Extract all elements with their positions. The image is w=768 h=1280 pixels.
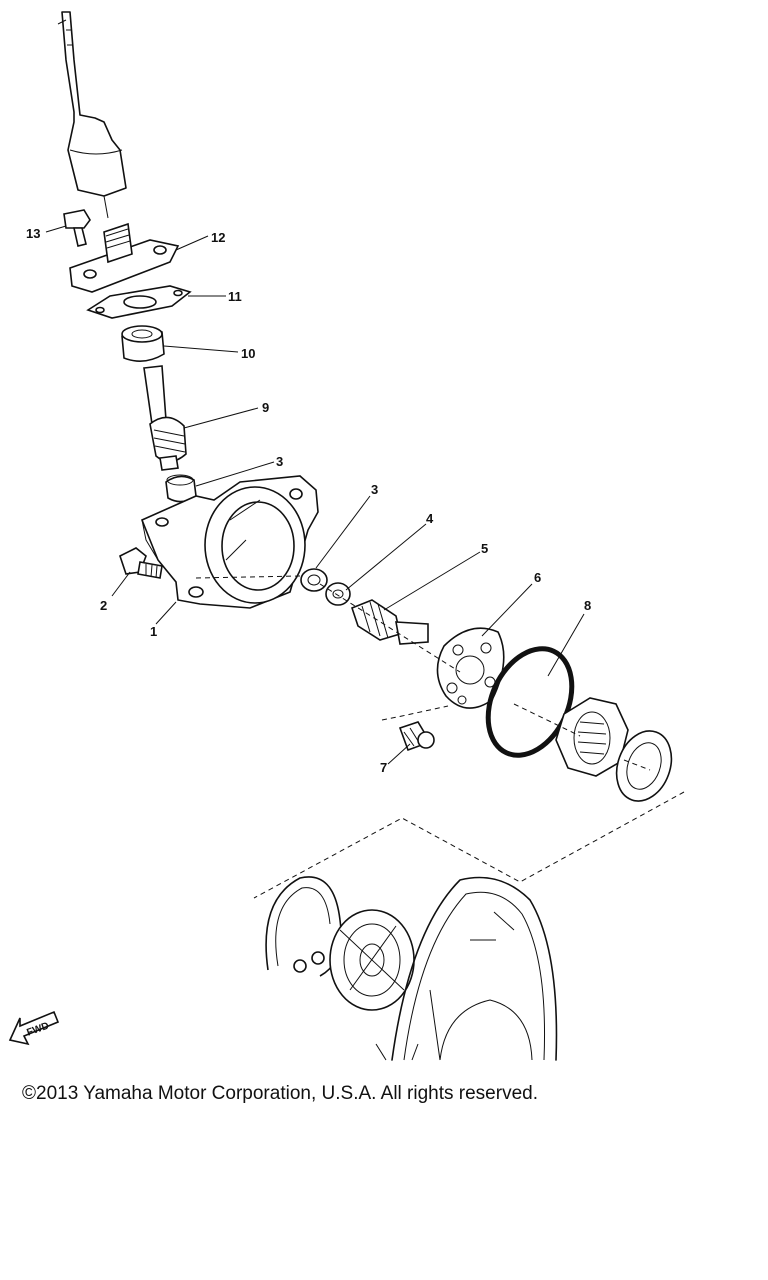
callout-3-upper: 3 (276, 454, 283, 469)
callout-10: 10 (241, 346, 255, 361)
callout-5: 5 (481, 541, 488, 556)
part-7-screw (381, 705, 449, 752)
wheel-hub-assembly (265, 876, 558, 1061)
part-2-bolt (119, 547, 163, 579)
part-3-bushing-upper (165, 474, 197, 503)
callout-8: 8 (584, 598, 591, 613)
speedometer-cable (57, 11, 127, 219)
callout-12: 12 (211, 230, 225, 245)
callout-1: 1 (150, 624, 157, 639)
callout-9: 9 (262, 400, 269, 415)
callout-4: 4 (426, 511, 434, 526)
part-3-bushing-side (300, 568, 328, 592)
copyright-notice: ©2013 Yamaha Motor Corporation, U.S.A. A… (22, 1083, 538, 1104)
part-1-gear-housing (140, 475, 319, 609)
callout-7: 7 (380, 760, 387, 775)
fwd-arrow-icon: FWD (8, 1010, 60, 1046)
callout-labels: 13 12 11 10 9 3 3 4 5 6 8 7 1 2 (26, 226, 591, 775)
part-12-flange (69, 222, 180, 293)
part-13-bolt (63, 209, 91, 247)
part-9-gear-shaft (143, 365, 187, 471)
callout-3-side: 3 (371, 482, 378, 497)
callout-leaders (45, 225, 585, 765)
part-nut (555, 697, 629, 777)
callout-11: 11 (228, 289, 242, 304)
callout-6: 6 (534, 570, 541, 585)
exploded-parts-diagram: FWD 13 12 11 10 9 3 3 4 5 6 8 7 1 2 (8, 11, 685, 1061)
part-5-drive-gear (351, 599, 429, 645)
assembly-guide-lines (195, 575, 685, 899)
callout-2: 2 (100, 598, 107, 613)
part-4-washer (325, 582, 351, 606)
part-11-gasket (86, 285, 192, 319)
part-10-bushing (121, 325, 165, 362)
callout-13: 13 (26, 226, 40, 241)
part-washer-large (615, 730, 673, 802)
diagram-canvas: FWD 13 12 11 10 9 3 3 4 5 6 8 7 1 2 (8, 11, 685, 1061)
